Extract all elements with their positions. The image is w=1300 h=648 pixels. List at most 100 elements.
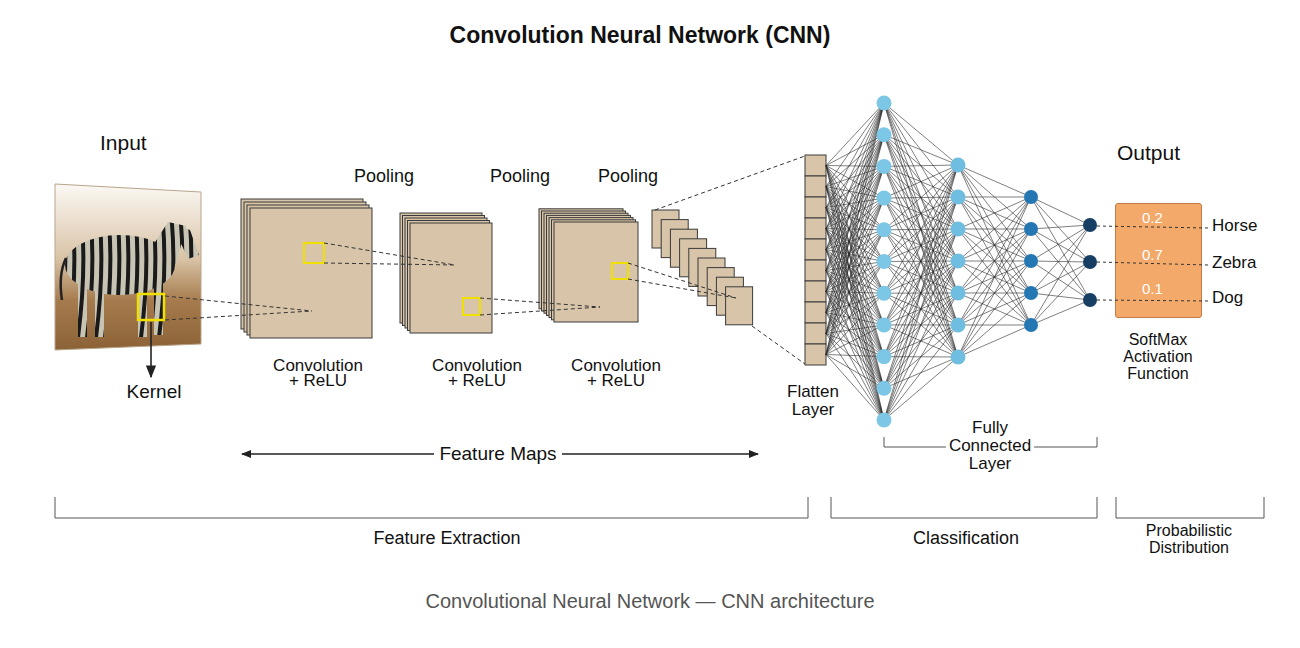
neurons-part: [877, 222, 892, 237]
receptive-field-lines-part: [628, 263, 736, 298]
class-label: Dog: [1212, 288, 1243, 308]
kernel-label: Kernel: [109, 381, 199, 403]
zebra-stripes-part: [86, 205, 92, 345]
neurons-part: [1024, 190, 1038, 204]
weights-part: [884, 165, 958, 293]
weights-part: [1031, 229, 1090, 262]
zebra-stripes-part: [167, 205, 173, 345]
neurons-part: [1083, 293, 1097, 307]
weights-part: [958, 197, 1031, 229]
neurons-part: [1083, 255, 1097, 269]
weights-part: [884, 165, 958, 357]
conv-relu-label: Convolution + ReLU: [270, 358, 367, 388]
zebra-stripes-part: [176, 205, 182, 345]
zebra-stripes-part: [122, 205, 128, 345]
neurons-part: [951, 350, 966, 365]
weights-part: [1031, 225, 1090, 293]
receptive-field-lines-part: [655, 156, 805, 210]
zebra-stripes-part: [77, 205, 83, 345]
neurons-part: [877, 349, 892, 364]
neurons-part: [951, 190, 966, 205]
neurons-part: [1024, 286, 1038, 300]
receptive-field-lines: [165, 156, 805, 364]
feature-map-stacks-part: [726, 287, 753, 325]
probability-value: 0.1: [1142, 280, 1163, 297]
weights-part: [826, 166, 884, 389]
flatten-layer-part: [805, 302, 826, 323]
weights-part: [826, 292, 884, 389]
receptive-field-lines-part: [752, 326, 805, 364]
flatten-layer: [805, 155, 826, 365]
weights-part: [884, 135, 958, 357]
zebra-stripes: [59, 205, 200, 345]
conv-relu-label: Convolution + ReLU: [429, 358, 526, 388]
weights-part: [958, 197, 1031, 325]
flatten-layer-part: [805, 176, 826, 197]
weights-part: [1031, 262, 1090, 325]
weights-part: [826, 103, 884, 229]
conv-relu-label: Convolution + ReLU: [568, 358, 665, 388]
weights-part: [884, 135, 958, 197]
zebra-stripes-part: [95, 205, 101, 345]
neurons-part: [877, 159, 892, 174]
neurons-part: [877, 413, 892, 428]
weights-part: [826, 334, 884, 421]
neurons-part: [877, 381, 892, 396]
feature-map-stacks-part: [463, 298, 480, 315]
weights-part: [1031, 225, 1090, 229]
weights-part: [826, 187, 884, 357]
classification-bracket: [831, 497, 1097, 518]
weights-part: [958, 197, 1031, 198]
flatten-layer-part: [805, 218, 826, 239]
weights-part: [1031, 300, 1090, 325]
weights-part: [958, 197, 1031, 229]
weights-part: [958, 325, 1031, 357]
feature-map-stacks-part: [554, 222, 638, 322]
weights-part: [958, 197, 1031, 261]
probability-value: 0.2: [1142, 209, 1163, 226]
neurons-part: [1024, 254, 1038, 268]
weights-part: [884, 165, 958, 420]
receptive-field-lines-part: [165, 296, 312, 311]
feature-map-stacks-part: [304, 243, 324, 263]
weights-part: [1031, 293, 1090, 300]
weights-part: [826, 355, 884, 357]
weights-part: [826, 271, 884, 389]
receptive-field-lines-part: [480, 298, 600, 307]
weights-part: [826, 103, 884, 355]
section-label: Probabilistic Distribution: [1137, 522, 1241, 556]
pooling-label: Pooling: [583, 166, 673, 187]
weights-part: [826, 198, 884, 354]
weights-part: [826, 262, 884, 313]
neurons-part: [877, 96, 892, 111]
extraction-bracket: [55, 497, 808, 518]
weights-part: [884, 103, 958, 229]
pooling-label: Pooling: [339, 166, 429, 187]
weights-part: [826, 293, 884, 333]
neurons: [877, 96, 1098, 428]
weights-part: [1031, 197, 1090, 225]
neurons-part: [877, 254, 892, 269]
zebra-stripes-part: [149, 205, 155, 345]
zebra-stripes-part: [113, 205, 119, 345]
weights-part: [958, 293, 1031, 357]
weights-part: [826, 325, 884, 355]
neurons-part: [951, 318, 966, 333]
receptive-field-lines-part: [165, 311, 312, 320]
weights-part: [1031, 261, 1090, 300]
weights-part: [884, 135, 958, 293]
weights-part: [884, 357, 958, 420]
weights-part: [1031, 197, 1090, 262]
fully-connected-network: [826, 96, 1097, 428]
weights-part: [884, 103, 958, 197]
weights-part: [958, 197, 1031, 261]
weights-part: [958, 197, 1031, 293]
zebra-tail: [61, 258, 66, 300]
neurons-part: [951, 222, 966, 237]
zebra-stripes-part: [158, 205, 164, 345]
weights-part: [958, 165, 1031, 325]
feature-map-stacks-part: [612, 263, 628, 279]
class-label: Zebra: [1212, 253, 1256, 273]
weights-part: [884, 325, 958, 420]
